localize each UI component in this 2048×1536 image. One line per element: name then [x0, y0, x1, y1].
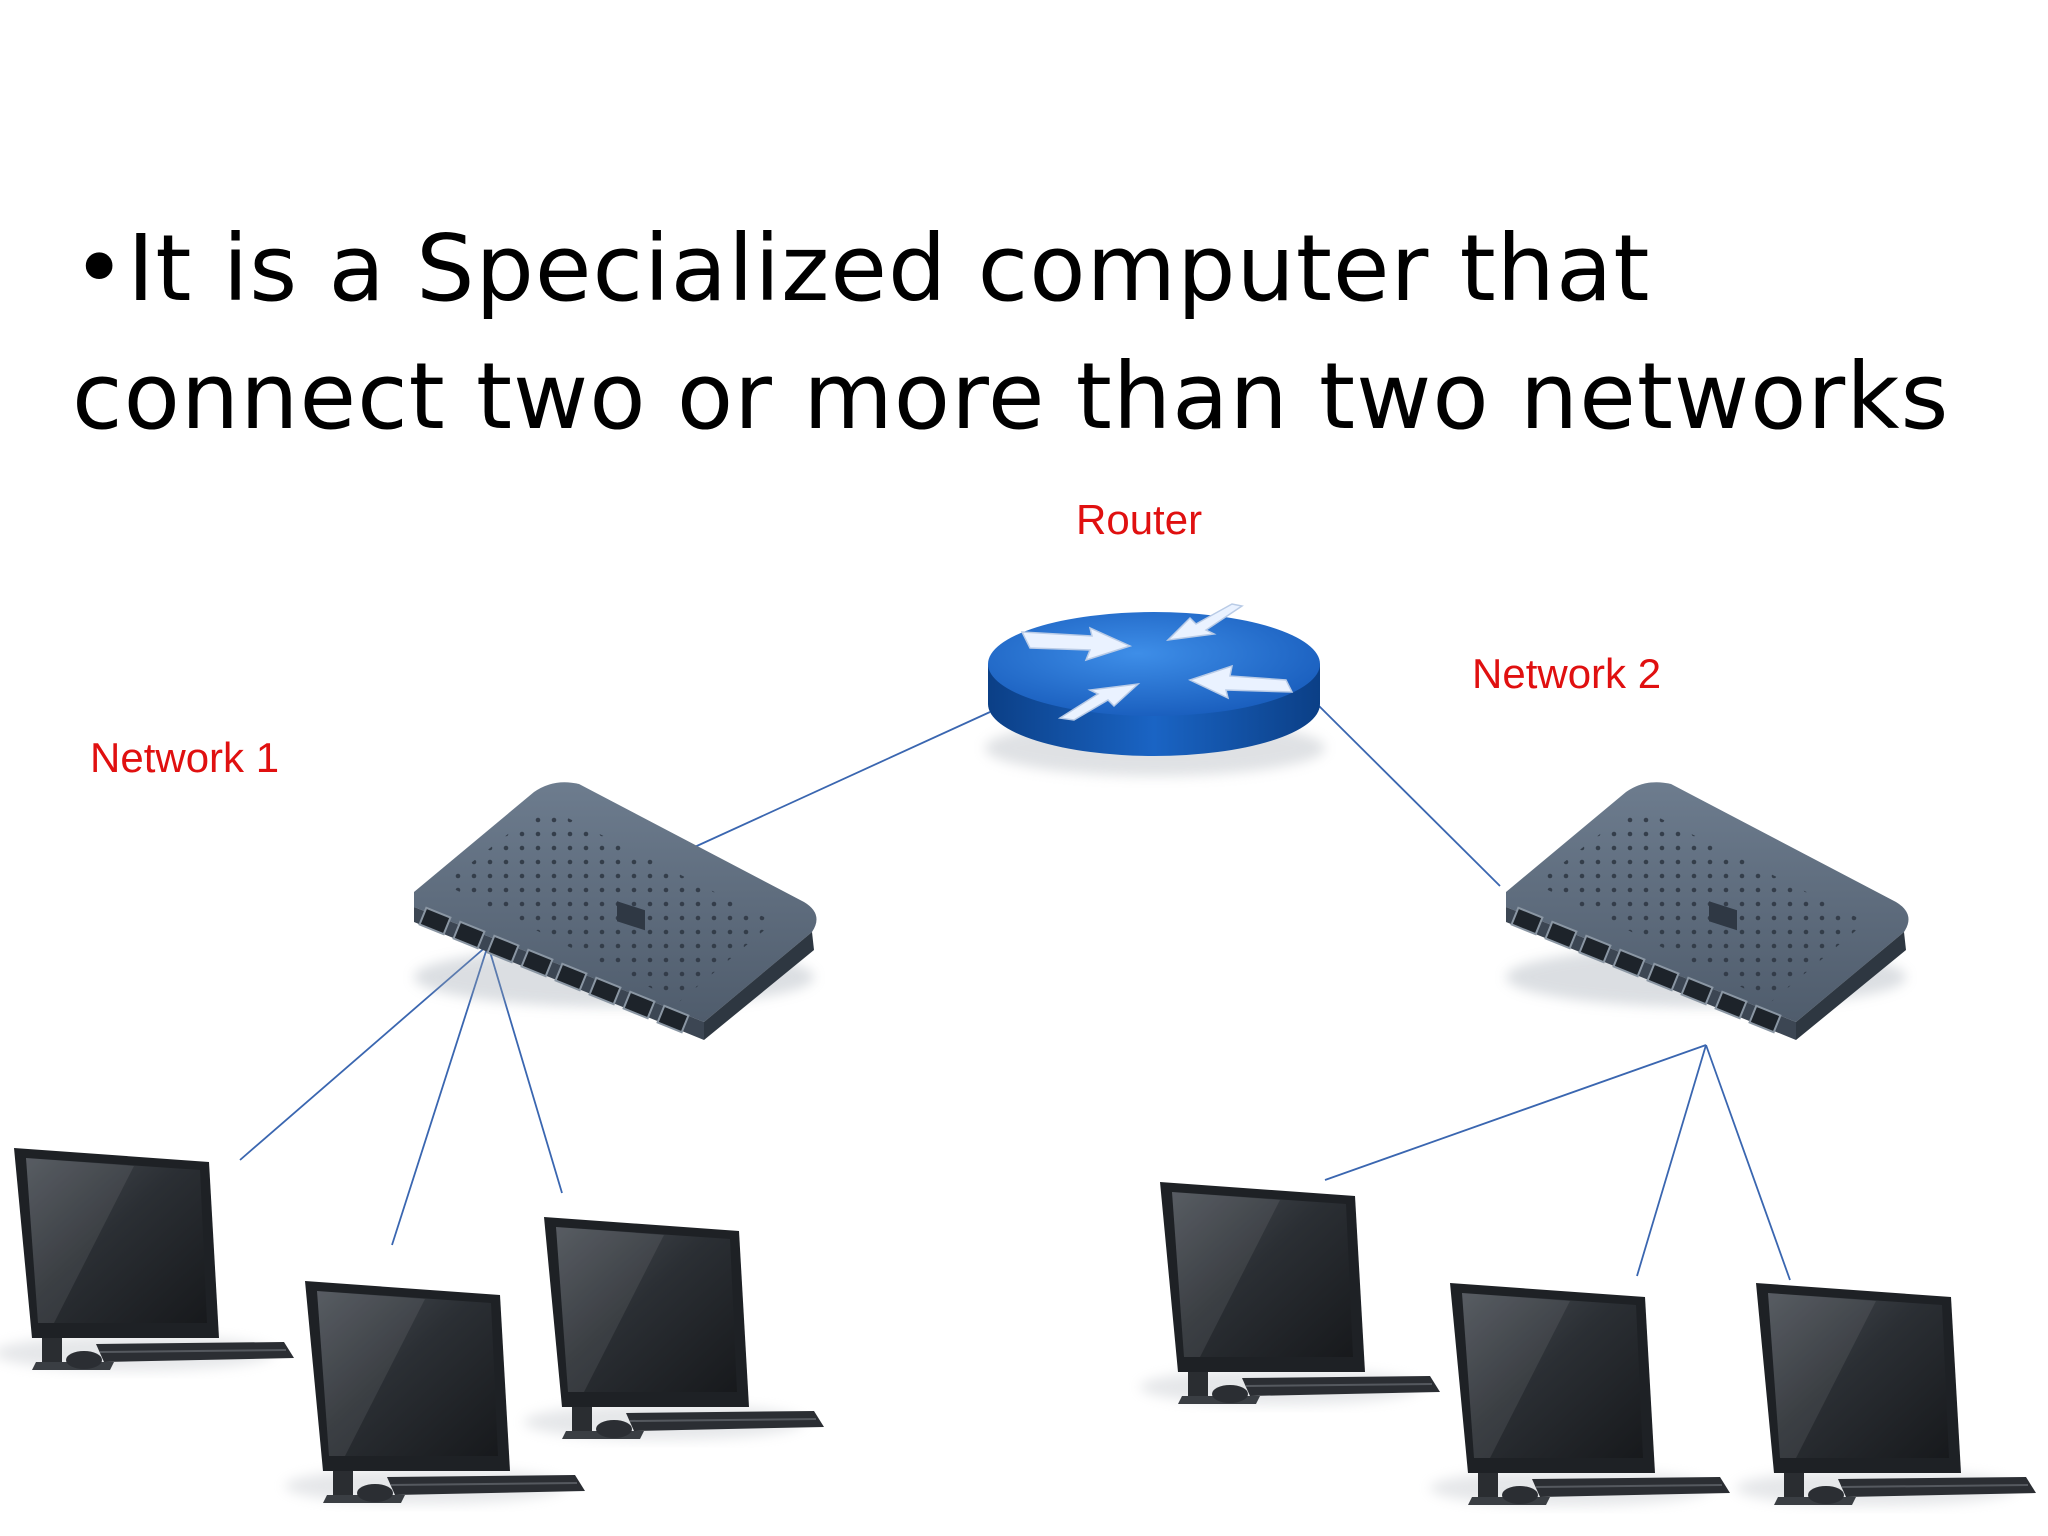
computer-icon-5	[1430, 1283, 1730, 1506]
network-2-label: Network 2	[1472, 650, 1662, 697]
router-label: Router	[1076, 496, 1203, 543]
network-1-label: Network 1	[90, 734, 280, 781]
bullet-mark: •	[72, 215, 128, 322]
computer-icon-6	[1736, 1283, 2036, 1506]
switch-icon-network-2	[1506, 782, 1909, 1040]
bullet-line-1-text: It is a Specialized computer that	[127, 215, 1651, 322]
link-switch2-pc4	[1324, 1044, 1707, 1181]
slide-bullet-text: •It is a Specialized computer that conne…	[72, 205, 2022, 461]
link-router-switch1	[687, 711, 991, 851]
link-switch2-pc5	[1636, 1044, 1707, 1277]
computer-icon-1	[0, 1148, 294, 1371]
computer-icon-4	[1140, 1182, 1440, 1405]
bullet-line-2: connect two or more than two networks	[72, 343, 1950, 450]
link-switch2-pc6	[1705, 1044, 1791, 1281]
computer-icon-2	[285, 1281, 585, 1504]
switch-icon-network-1	[414, 782, 817, 1040]
bullet-line-1: •It is a Specialized computer that	[72, 205, 2022, 333]
link-router-switch2	[1314, 701, 1501, 887]
router-icon	[985, 603, 1325, 776]
computer-icon-3	[524, 1217, 824, 1440]
